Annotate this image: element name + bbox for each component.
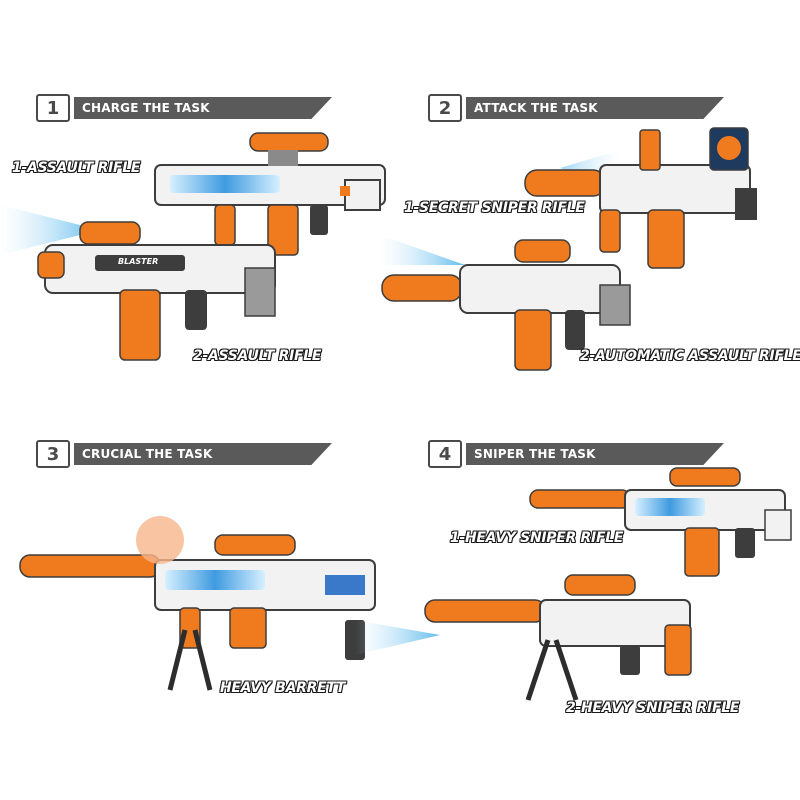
section-3-title: CRUCIAL THE TASK xyxy=(74,443,332,465)
label-assault-rifle-2: 2-ASSAULT RIFLE xyxy=(193,348,322,364)
section-2-number: 2 xyxy=(428,94,462,122)
section-2-title: ATTACK THE TASK xyxy=(466,97,724,119)
secret-sniper-rifle xyxy=(524,127,757,269)
label-heavy-sniper-rifle-1: 1-HEAVY SNIPER RIFLE xyxy=(450,530,624,546)
section-2-header: 2 ATTACK THE TASK xyxy=(428,94,724,122)
section-4-number: 4 xyxy=(428,440,462,468)
section-4-title: SNIPER THE TASK xyxy=(466,443,724,465)
section-1-number: 1 xyxy=(36,94,70,122)
section-3-header: 3 CRUCIAL THE TASK xyxy=(36,440,332,468)
heavy-sniper-rifle-2 xyxy=(355,574,692,701)
label-heavy-sniper-rifle-2: 2-HEAVY SNIPER RIFLE xyxy=(566,700,740,716)
assault-rifle-2: BLASTER xyxy=(0,205,276,361)
label-automatic-assault-rifle: 2-AUTOMATIC ASSAULT RIFLE xyxy=(580,348,800,364)
section-1-title: CHARGE THE TASK xyxy=(74,97,332,119)
label-assault-rifle-1: 1-ASSAULT RIFLE xyxy=(12,160,141,176)
section-1-header: 1 CHARGE THE TASK xyxy=(36,94,332,122)
heavy-sniper-rifle-1 xyxy=(529,467,792,577)
section-3-number: 3 xyxy=(36,440,70,468)
blaster-logo: BLASTER xyxy=(118,257,158,266)
section-4-header: 4 SNIPER THE TASK xyxy=(428,440,724,468)
label-heavy-barrett: HEAVY BARRETT xyxy=(220,680,346,696)
assault-rifle-1 xyxy=(154,132,386,256)
label-secret-sniper-rifle: 1-SECRET SNIPER RIFLE xyxy=(404,200,585,216)
heavy-barrett xyxy=(19,516,376,691)
automatic-assault-rifle xyxy=(380,235,631,371)
